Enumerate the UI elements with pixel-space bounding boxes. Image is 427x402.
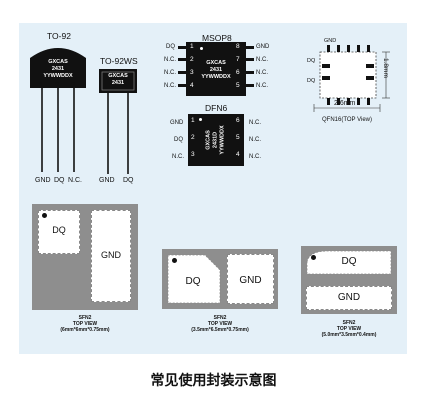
msop8-pin-num-5: 5 [236,82,240,89]
msop8-pin-label-2: N.C. [164,57,176,63]
msop8-pin-lead [246,84,254,87]
sfn2-c-caption: SFN2 TOP VIEW (5.0mm*3.5mm*0.4mm) [301,320,397,338]
dfn6-marking-2: 2431D [212,131,219,149]
sfn2-a-caption-1: SFN2 [78,315,92,321]
dfn6-pin-label-5: N.C. [249,137,261,143]
msop8-pin-lead [246,46,254,49]
sfn2-a-gnd-pad [91,210,131,302]
msop8-marking-2: 2431 [209,67,223,73]
msop8-pin-num-8: 8 [236,43,240,50]
sfn2-b-gnd-label: GND [239,275,262,286]
to92ws-title: TO-92WS [100,56,138,66]
qfn16-dq-label: DQ [307,58,316,64]
msop8-marking-1: GXCAS [206,60,226,66]
msop8-pin1-dot [200,47,203,50]
sfn2-c-caption-1: SFN2 [342,320,356,326]
dfn6-title: DFN6 [205,103,228,113]
sfn2-c-gnd-pad [306,286,392,310]
dfn6-pin-label-2: DQ [174,137,183,143]
to92-marking-1: GXCAS [48,59,68,65]
msop8-pin-label-4: N.C. [164,83,176,89]
msop8-pin-num-7: 7 [236,56,240,63]
sfn2-a-caption-2: TOP VIEW [72,321,98,327]
to92ws-pin-label-gnd: GND [99,177,115,184]
msop8-pin-lead [178,71,186,74]
sfn2-b-gnd-pad [227,254,274,304]
dfn6-marking-3: YYWWDDX [219,125,226,155]
sfn2-a-dq-label: DQ [52,225,66,235]
msop8-pin-lead [178,46,186,49]
msop8-pin-lead [178,84,186,87]
msop8-pin-num-2: 2 [190,56,194,63]
dfn6-pin-num-4: 4 [236,151,240,158]
to92ws-drawing [99,69,137,174]
to92-marking-3: YYWWDDX [43,73,73,79]
msop8-pin-label-8: GND [256,44,270,50]
sfn2-a-caption-3: (6mm*6mm*0.75mm) [60,327,110,333]
sfn2-c-gnd-label: GND [337,292,361,303]
sfn2-b-caption: SFN2 TOP VIEW (3.5mm*6.5mm*0.75mm) [162,315,278,333]
qfn16-caption: QFN16(TOP View) [322,117,373,123]
to92ws-marking-1: GXCAS [108,73,128,79]
qfn16-dim-width: 2.6mm [334,100,356,107]
sfn2-a-pin1-dot [42,213,47,218]
sfn2-b-caption-3: (3.5mm*6.5mm*0.75mm) [191,327,249,333]
dfn6-pin-label-4: N.C. [249,154,261,160]
msop8-title: MSOP8 [202,33,232,43]
msop8-pin-num-3: 3 [190,69,194,76]
msop8-marking-3: YYWWDDX [201,74,231,80]
to92-marking-2: 2431 [51,66,65,72]
dfn6-pin-num-2: 2 [191,134,195,141]
sfn2-c-pin1-dot [311,255,316,260]
to92-title: TO-92 [47,31,71,41]
dfn6-pin-num-5: 5 [236,134,240,141]
qfn16-drawing [313,45,390,112]
qfn16-gnd-label: GND [324,38,337,44]
sfn2-b-dq-pad [167,254,221,304]
dfn6-pin1-dot [199,118,202,121]
dfn6-pin-label-6: N.C. [249,120,261,126]
msop8-pin-label-1: DQ [166,44,175,50]
qfn16-dim-height: 1.8mm [382,58,389,78]
to92-pin-num-1: 1 [39,81,44,90]
msop8-pin-label-5: N.C. [256,83,268,89]
to92-pin-num-2: 2 [55,81,60,90]
msop8-pin-label-6: N.C. [256,70,268,76]
sfn2-b-pin1-dot [172,258,177,263]
dfn6-pin-num-3: 3 [191,151,195,158]
to92ws-marking-2: 2431 [111,80,125,86]
msop8-pin-label-3: N.C. [164,70,176,76]
msop8-body [186,42,246,96]
msop8-pin-lead [246,71,254,74]
qfn16-dq-label: DQ [307,78,316,84]
sfn2-a-gnd-label: GND [101,250,121,260]
to92-drawing [30,48,86,172]
msop8-pin-label-7: N.C. [256,57,268,63]
sfn2-c-caption-2: TOP VIEW [336,326,362,332]
sfn2-c-dq-pad [306,250,392,275]
sfn2-c-dq-label: DQ [341,256,357,267]
dfn6-marking-1: GXCAS [205,130,212,150]
to92-pin-label-gnd: GND [35,177,51,184]
to92-pin-num-3: 3 [71,81,76,90]
sfn2-b-caption-2: TOP VIEW [207,321,233,327]
dfn6-body [188,114,244,166]
dfn6-pin-num-6: 6 [236,117,240,124]
msop8-pin-num-1: 1 [190,43,194,50]
to92-pin-label-nc: N.C. [68,177,82,184]
sfn2-a-caption: SFN2 TOP VIEW (6mm*6mm*0.75mm) [32,315,138,333]
sfn2-b-dq-label: DQ [185,276,201,287]
to92ws-pin-label-dq: DQ [123,177,134,184]
dfn6-pin-label-1: GND [170,120,184,126]
msop8-pin-num-4: 4 [190,82,194,89]
msop8-pin-lead [246,58,254,61]
msop8-pin-lead [178,58,186,61]
sfn2-b-caption-1: SFN2 [213,315,227,321]
dfn6-pin-num-1: 1 [191,117,195,124]
dfn6-pin-label-3: N.C. [172,154,184,160]
sfn2-c-caption-3: (5.0mm*3.5mm*0.4mm) [321,332,377,338]
to92-pin-label-dq: DQ [54,177,65,184]
msop8-pin-num-6: 6 [236,69,240,76]
figure-caption: 常见使用封装示意图 [150,372,277,388]
